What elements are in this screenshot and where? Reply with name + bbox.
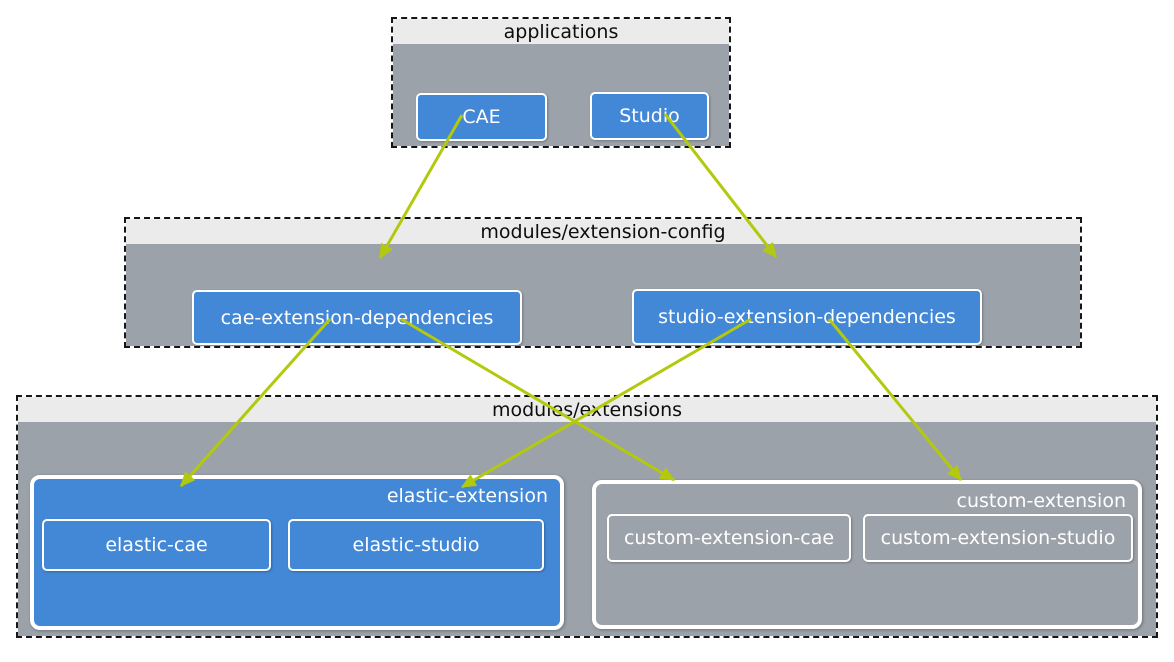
cluster-extension-config-body: cae-extension-dependencies studio-extens… — [126, 244, 1080, 346]
group-elastic-extension: elastic-extension elastic-cae elastic-st… — [30, 475, 564, 630]
cluster-applications: applications CAE Studio — [391, 17, 731, 148]
node-studio-extension-dependencies: studio-extension-dependencies — [632, 289, 982, 345]
group-custom-extension: custom-extension custom-extension-cae cu… — [592, 480, 1142, 629]
node-studio: Studio — [590, 92, 709, 140]
cluster-applications-title: applications — [503, 20, 619, 43]
cluster-extension-config-title: modules/extension-config — [480, 220, 726, 243]
cluster-applications-body: CAE Studio — [393, 44, 729, 146]
cluster-extensions: modules/extensions elastic-extension ela… — [16, 395, 1158, 638]
group-custom-extension-label: custom-extension — [956, 490, 1126, 512]
node-elastic-cae: elastic-cae — [42, 519, 271, 571]
node-custom-extension-studio: custom-extension-studio — [863, 514, 1133, 562]
cluster-applications-header: applications — [393, 19, 729, 44]
node-custom-extension-cae: custom-extension-cae — [607, 514, 851, 562]
cluster-extension-config: modules/extension-config cae-extension-d… — [124, 217, 1082, 348]
cluster-extensions-header: modules/extensions — [18, 397, 1156, 422]
node-elastic-studio: elastic-studio — [288, 519, 544, 571]
node-cae-extension-dependencies: cae-extension-dependencies — [192, 290, 522, 345]
node-cae: CAE — [416, 93, 547, 141]
cluster-extension-config-header: modules/extension-config — [126, 219, 1080, 244]
cluster-extensions-title: modules/extensions — [491, 398, 683, 421]
group-elastic-extension-label: elastic-extension — [386, 485, 548, 507]
cluster-extensions-body: elastic-extension elastic-cae elastic-st… — [18, 422, 1156, 636]
